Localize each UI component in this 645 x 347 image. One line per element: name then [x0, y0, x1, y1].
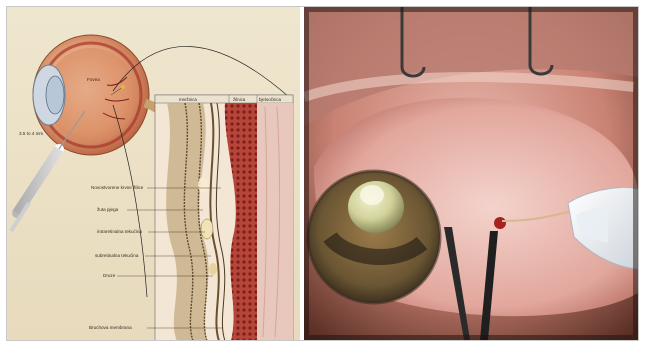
- injection-site: [494, 217, 506, 229]
- header-retina: mrežnica: [179, 97, 197, 102]
- retina-cross-section: [155, 95, 293, 340]
- scale-label: 3.5 to 4 mm: [19, 131, 43, 136]
- diagram-canvas: Fovea 3.5 to 4 mm: [7, 7, 300, 340]
- fovea-label: Fovea: [87, 77, 100, 82]
- label-macula: žuta pjega: [97, 207, 119, 212]
- label-new-vessels: Novostvorene krvne žilice: [91, 185, 144, 190]
- photo-canvas: [304, 7, 638, 340]
- label-drusen: Druze: [103, 273, 116, 278]
- label-subretinal-fluid: subretinalna tekućina: [95, 253, 139, 258]
- label-intraretinal-fluid: intraretinalna tekućina: [97, 229, 142, 234]
- header-choroid: žilnica: [233, 97, 246, 102]
- eye-anatomy-diagram: Fovea 3.5 to 4 mm: [7, 7, 300, 340]
- eyeball-illustration: [33, 35, 165, 155]
- label-bruch-membrane: Bruchova membrana: [89, 325, 132, 330]
- header-sclera: bjeloočnica: [259, 97, 282, 102]
- surgery-photo: [304, 7, 638, 340]
